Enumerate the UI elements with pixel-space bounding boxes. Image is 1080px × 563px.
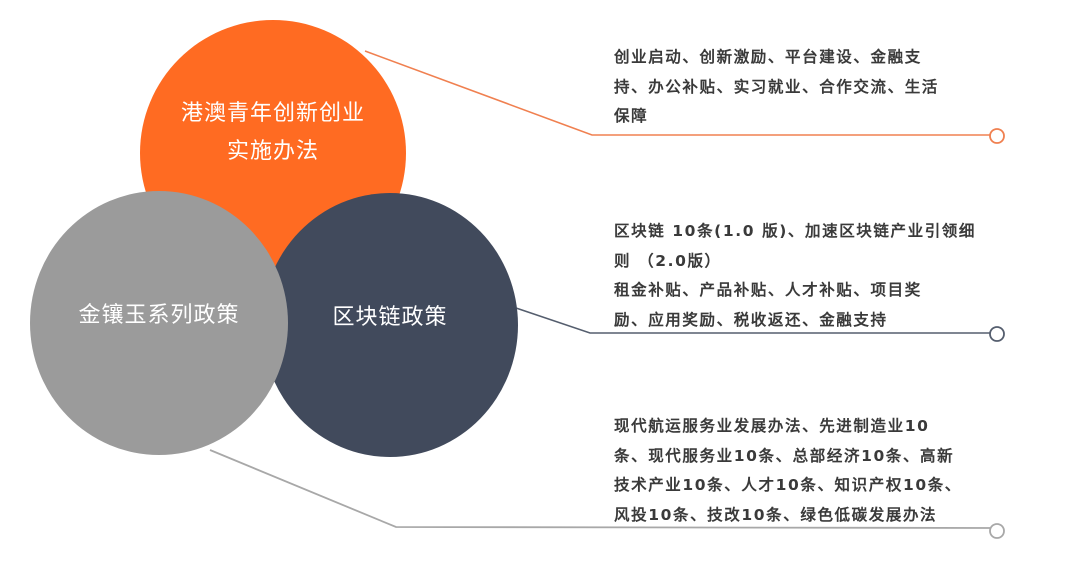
circle-hk-macau-youth-label: 港澳青年创新创业 实施办法 bbox=[180, 101, 365, 164]
circle-blockchain-label: 区块链政策 bbox=[332, 305, 448, 330]
orange-connector bbox=[364, 50, 1005, 144]
description-line: 区块链 10条(1.0 版)、加速区块链产业引领细 bbox=[614, 222, 976, 240]
description-line: 持、办公补贴、实习就业、合作交流、生活 bbox=[614, 77, 939, 96]
orange-connector-end-icon bbox=[989, 128, 1005, 144]
circle-jinxiangyu-label: 金镶玉系列政策 bbox=[78, 303, 240, 328]
gray-connector bbox=[209, 449, 1005, 539]
dark-connector-end-icon bbox=[989, 326, 1005, 342]
circle-jinxiangyu-policy: 金镶玉系列政策 bbox=[30, 191, 288, 455]
description-line: 励、应用奖励、税收返还、金融支持 bbox=[614, 310, 888, 329]
jinxiangyu-description: 现代航运服务业发展办法、先进制造业10 条、现代服务业10条、总部经济10条、高… bbox=[614, 412, 994, 530]
blockchain-description: 区块链 10条(1.0 版)、加速区块链产业引领细 则 （2.0版） 租金补贴、… bbox=[614, 217, 994, 335]
description-line: 现代航运服务业发展办法、先进制造业10 bbox=[614, 417, 930, 435]
description-line: 创业启动、创新激励、平台建设、金融支 bbox=[614, 48, 922, 66]
dark-connector bbox=[515, 307, 1005, 342]
description-line: 保障 bbox=[614, 107, 649, 125]
gray-connector-end-icon bbox=[989, 523, 1005, 539]
description-line: 租金补贴、产品补贴、人才补贴、项目奖 bbox=[614, 281, 922, 299]
circle-blockchain-policy: 区块链政策 bbox=[262, 193, 518, 457]
description-line: 风投10条、技改10条、绿色低碳发展办法 bbox=[614, 505, 938, 524]
description-line: 技术产业10条、人才10条、知识产权10条、 bbox=[614, 476, 962, 494]
hk-macau-youth-description: 创业启动、创新激励、平台建设、金融支 持、办公补贴、实习就业、合作交流、生活 保… bbox=[614, 43, 994, 132]
description-line: 则 （2.0版） bbox=[614, 251, 722, 270]
description-line: 条、现代服务业10条、总部经济10条、高新 bbox=[614, 446, 955, 465]
